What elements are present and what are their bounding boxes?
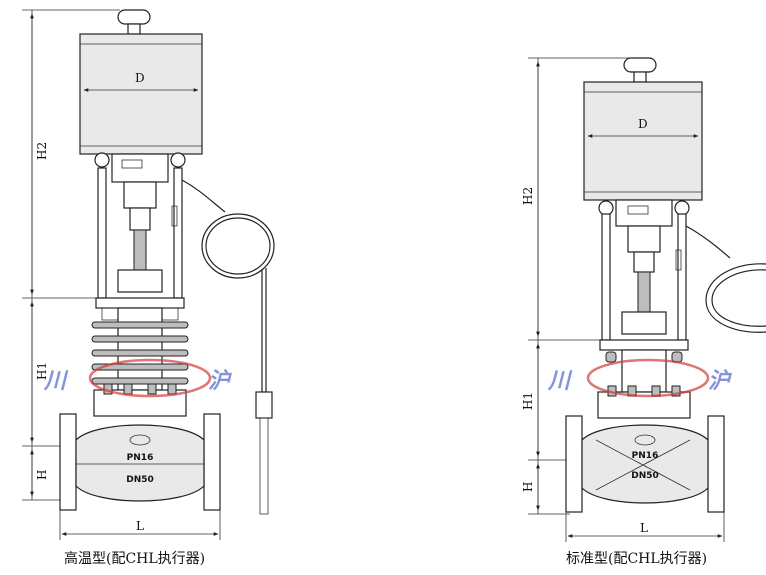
- right-handwheel: [623, 57, 657, 83]
- left-h1-label: H1: [35, 362, 49, 380]
- right-h-label: H: [521, 482, 535, 492]
- left-watermark: 川 沪: [43, 358, 232, 398]
- right-height-dimension: H2 H1 H: [521, 57, 630, 515]
- right-length-dimension: L: [565, 512, 725, 542]
- left-bonnet: [93, 383, 187, 417]
- right-watermark-char-a: 川: [547, 368, 573, 394]
- right-actuator-housing: D: [583, 81, 703, 201]
- right-d-label: D: [638, 117, 648, 131]
- left-height-dimension: H2 H1 H: [22, 9, 120, 501]
- right-watermark-char-b: 沪: [708, 368, 732, 394]
- right-capillary-coil: [685, 225, 766, 333]
- right-valve-body: PN16 DN50: [565, 415, 725, 513]
- right-l-label: L: [640, 521, 648, 535]
- left-valve-body: PN16 DN50: [59, 413, 221, 511]
- left-h-label: H: [35, 470, 49, 480]
- standard-valve: H2 H1 H D: [521, 57, 766, 542]
- left-handwheel: [117, 9, 151, 35]
- left-control-box: [94, 152, 186, 183]
- left-watermark-char-b: 沪: [208, 368, 232, 394]
- left-size-mark: DN50: [126, 475, 154, 485]
- right-h2-label: H2: [521, 187, 535, 205]
- right-watermark: 川 沪: [547, 358, 732, 398]
- left-yoke: [97, 167, 183, 299]
- right-h1-label: H1: [521, 392, 535, 410]
- right-control-box: [598, 199, 690, 227]
- left-pressure-mark: PN16: [127, 453, 154, 463]
- right-size-mark: DN50: [631, 471, 659, 481]
- left-cooling-fins: [91, 297, 189, 391]
- right-pressure-mark: PN16: [632, 451, 659, 461]
- left-length-dimension: L: [59, 510, 221, 540]
- left-d-label: D: [135, 71, 145, 85]
- right-caption: 标准型(配CHL执行器): [566, 551, 708, 567]
- left-l-label: L: [136, 519, 144, 533]
- high-temp-valve: H2 H1 H D: [22, 9, 275, 540]
- right-yoke: [601, 213, 687, 341]
- right-bonnet-neck: [599, 339, 689, 393]
- left-caption: 高温型(配CHL执行器): [64, 551, 206, 567]
- left-h2-label: H2: [35, 142, 49, 160]
- left-actuator-housing: D: [79, 33, 203, 155]
- left-watermark-char-a: 川: [43, 368, 69, 394]
- left-capillary-sensor: [181, 179, 275, 515]
